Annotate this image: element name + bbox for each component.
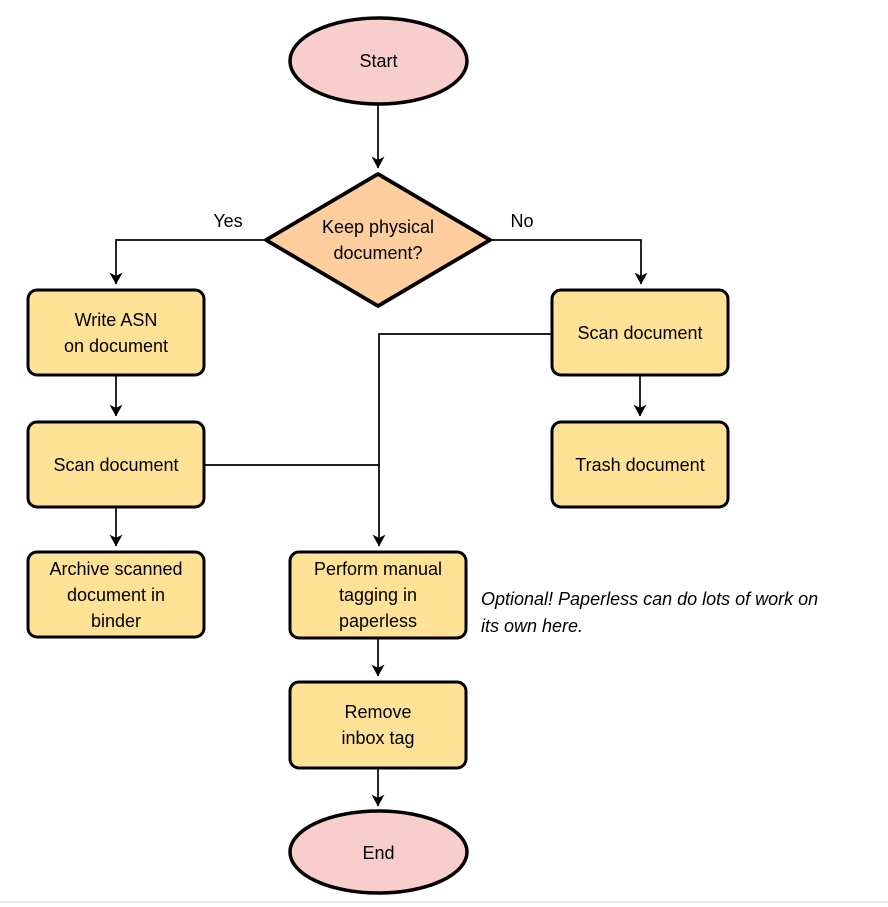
decision-node-shape [264, 172, 492, 308]
end-node-shape [288, 809, 469, 895]
remove-node-shape [288, 680, 468, 770]
edge-scan-right-to-perform [372, 333, 552, 547]
scan-right-node-shape [550, 288, 730, 377]
perform-node-shape [288, 550, 468, 640]
node-shapes [26, 16, 730, 895]
archive-node-shape [26, 550, 206, 639]
page-bottom-divider [0, 901, 888, 903]
edge-decision-yes-to-write-asn [109, 239, 265, 285]
connector-edges [109, 104, 648, 807]
write-asn-node-shape [26, 288, 206, 377]
trash-node-shape [550, 420, 730, 509]
scan-left-node-shape [26, 420, 206, 509]
start-node-shape [288, 16, 469, 106]
edge-decision-no-to-scan-right [491, 239, 648, 285]
optional-note-text: Optional! Paperless can do lots of work … [481, 589, 819, 636]
